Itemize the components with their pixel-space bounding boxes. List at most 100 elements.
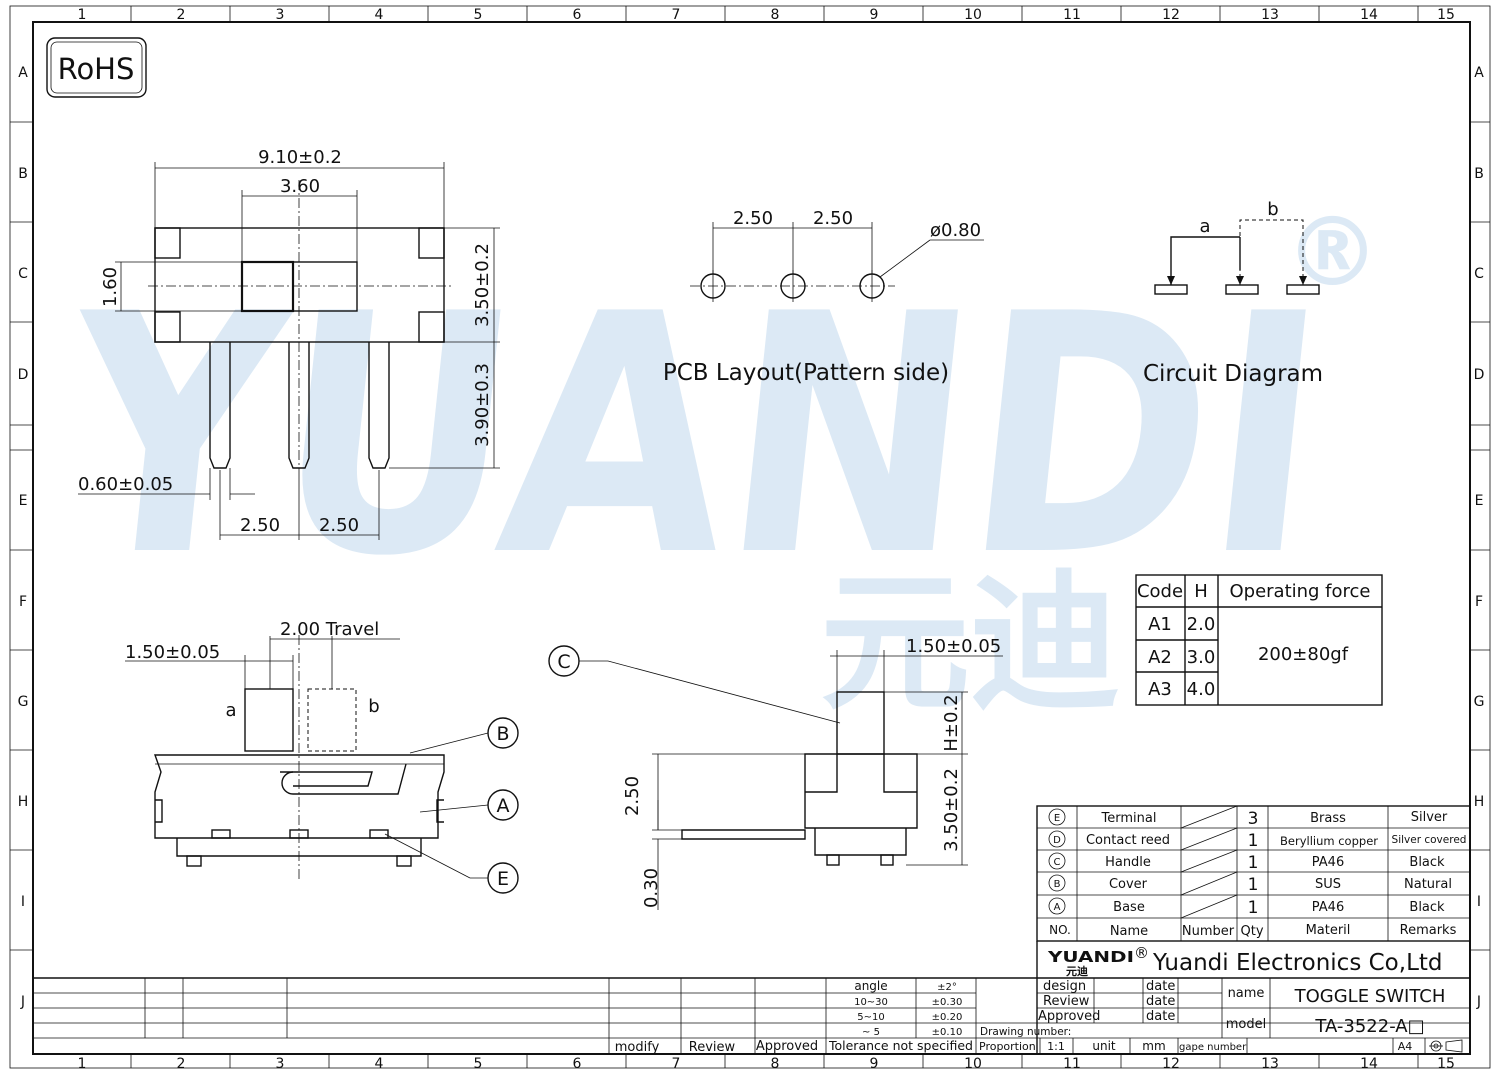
bottom-travel: 2.00 Travel xyxy=(280,619,379,640)
revision-review: Review xyxy=(689,1040,736,1055)
circuit-label-a: a xyxy=(1199,216,1210,237)
dim-overall-width: 9.10±0.2 xyxy=(258,147,342,168)
row-label-left: F xyxy=(19,594,27,610)
pcb-pitch-1: 2.50 xyxy=(733,208,773,229)
date-label: date xyxy=(1146,979,1175,994)
company-name: Yuandi Electronics Co,Ltd xyxy=(1152,950,1443,976)
col-label-bottom: 13 xyxy=(1261,1056,1279,1072)
side-handle-width: 1.50±0.05 xyxy=(906,636,1001,657)
row-label-left: C xyxy=(18,266,28,282)
col-label-top: 1 xyxy=(78,7,87,23)
bom-material: Brass xyxy=(1310,811,1346,826)
company-logo: YUANDI xyxy=(1047,948,1134,966)
front-view: 9.10±0.2 3.60 1.60 3.50±0.2 3.90±0.3 0.6… xyxy=(78,147,500,540)
bom-header-remarks: Remarks xyxy=(1400,923,1457,938)
row-label-left: I xyxy=(21,894,25,910)
row-label-left: D xyxy=(18,367,29,383)
title-block: YUANDI ® 元迪 Yuandi Electronics Co,Ltd mo… xyxy=(33,941,1470,1055)
dim-pitch-2: 2.50 xyxy=(319,515,359,536)
h-table-h: 4.0 xyxy=(1187,679,1216,700)
col-label-bottom: 1 xyxy=(78,1056,87,1072)
bom-remarks: Black xyxy=(1409,855,1445,870)
col-label-top: 14 xyxy=(1360,7,1378,23)
bottom-pos-b: b xyxy=(368,696,379,717)
rohs-label: RoHS xyxy=(58,52,135,86)
h-table-code: A2 xyxy=(1148,647,1172,668)
pcb-layout-title: PCB Layout(Pattern side) xyxy=(663,360,949,386)
col-label-top: 10 xyxy=(964,7,982,23)
col-label-bottom: 12 xyxy=(1162,1056,1180,1072)
row-label-left: B xyxy=(18,166,28,182)
watermark-cjk: 元迪 xyxy=(820,557,1120,731)
row-label-right: H xyxy=(1474,794,1485,810)
col-label-bottom: 7 xyxy=(672,1056,681,1072)
tolerance-range: angle xyxy=(854,979,887,993)
row-label-right: D xyxy=(1474,367,1485,383)
col-label-top: 12 xyxy=(1162,7,1180,23)
bom-header-qty: Qty xyxy=(1240,924,1263,939)
model-value: TA-3522-A□ xyxy=(1314,1016,1424,1037)
h-table-header-code: Code xyxy=(1137,581,1183,602)
row-label-right: G xyxy=(1474,694,1485,710)
row-label-left: H xyxy=(18,794,29,810)
row-label-right: E xyxy=(1475,493,1484,509)
proportion-value: 1:1 xyxy=(1047,1040,1065,1053)
drawing-border: 1 2 3 4 5 6 7 8 9 10 11 12 13 14 15 1 2 … xyxy=(9,5,1491,1072)
bom-qty: 1 xyxy=(1248,853,1259,873)
row-label-right: J xyxy=(1476,994,1481,1010)
bom-no: E xyxy=(1054,813,1060,824)
bom-qty: 1 xyxy=(1248,898,1259,918)
h-table-code: A3 xyxy=(1148,679,1172,700)
company-logo-mark: ® xyxy=(1134,944,1149,962)
bom-remarks: Natural xyxy=(1404,877,1452,892)
dim-body-height: 3.50±0.2 xyxy=(472,243,493,327)
bom-material: PA46 xyxy=(1312,900,1344,915)
date-label: date xyxy=(1146,1009,1175,1024)
watermark-text: YUANDI xyxy=(44,245,1339,629)
col-label-top: 3 xyxy=(276,7,285,23)
row-label-left: J xyxy=(20,994,25,1010)
gape-number-label: gape number xyxy=(1179,1042,1247,1053)
bottom-pos-a: a xyxy=(225,700,236,721)
col-label-bottom: 8 xyxy=(771,1056,780,1072)
row-label-right: F xyxy=(1475,594,1483,610)
bom-no: C xyxy=(1054,857,1061,868)
bom-name: Cover xyxy=(1109,877,1148,892)
col-label-bottom: 4 xyxy=(375,1056,384,1072)
col-label-top: 15 xyxy=(1437,7,1455,23)
pcb-layout: 2.50 2.50 ø0.80 PCB Layout(Pattern side) xyxy=(663,208,984,386)
col-label-top: 13 xyxy=(1261,7,1279,23)
col-label-bottom: 2 xyxy=(177,1056,186,1072)
bom-name: Contact reed xyxy=(1086,833,1170,848)
h-table-header-force: Operating force xyxy=(1229,581,1370,602)
circuit-diagram: a b Circuit Diagram xyxy=(1143,199,1323,387)
side-lead-height: 2.50 xyxy=(622,776,643,816)
h-table-h: 2.0 xyxy=(1187,614,1216,635)
dim-pin-width: 0.60±0.05 xyxy=(78,474,173,495)
model-label: model xyxy=(1226,1017,1266,1032)
col-label-bottom: 3 xyxy=(276,1056,285,1072)
h-table-force: 200±80gf xyxy=(1258,644,1349,665)
tolerance-range: 5~10 xyxy=(857,1012,884,1023)
h-table-header-h: H xyxy=(1194,581,1208,602)
bottom-handle-width: 1.50±0.05 xyxy=(125,642,220,663)
proportion-label: Proportion xyxy=(979,1040,1036,1053)
revision-modify: modify xyxy=(615,1040,660,1055)
col-label-top: 8 xyxy=(771,7,780,23)
col-label-bottom: 9 xyxy=(870,1056,879,1072)
callout-a: A xyxy=(497,795,510,817)
bom-remarks: Silver xyxy=(1411,810,1448,825)
watermark: YUANDI 元迪 ® xyxy=(44,198,1380,731)
col-label-top: 9 xyxy=(870,7,879,23)
bom-table: E Terminal 3 Brass Silver D Contact reed… xyxy=(1036,805,1471,942)
bom-material: Beryllium copper xyxy=(1280,834,1378,848)
col-label-top: 5 xyxy=(474,7,483,23)
h-table-h: 3.0 xyxy=(1187,647,1216,668)
review-label: Review xyxy=(1043,994,1090,1009)
revision-approved: Approved xyxy=(756,1039,818,1054)
company-logo-cjk: 元迪 xyxy=(1066,964,1088,978)
drawing-number-label: Drawing number: xyxy=(980,1026,1071,1038)
projection-symbol-icon xyxy=(1429,1039,1463,1053)
row-label-left: E xyxy=(19,493,28,509)
